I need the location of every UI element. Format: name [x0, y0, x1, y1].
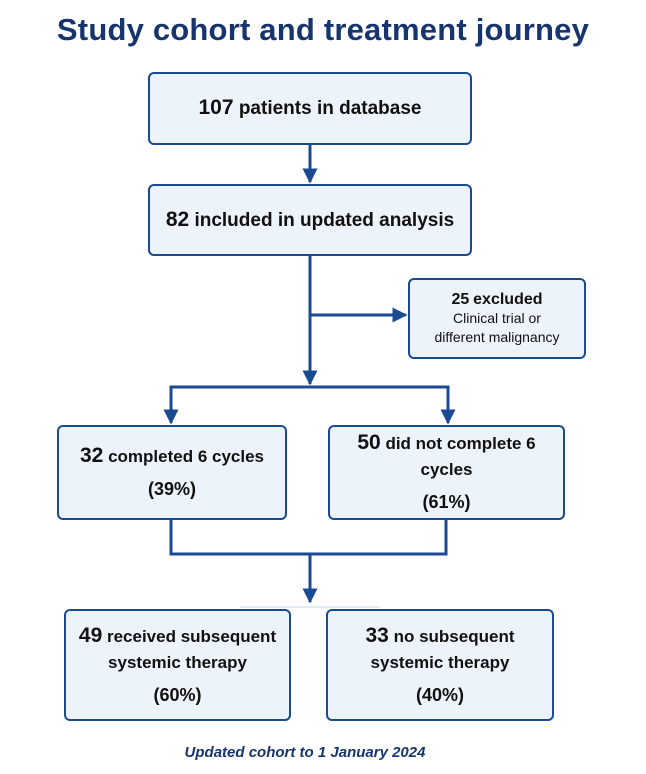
subsequent-label-line1: received subsequent [106, 626, 277, 646]
connector-split [169, 385, 450, 421]
subsequent-label-line2: systemic therapy [108, 652, 247, 672]
subsequent-line1: 49 received subsequent [79, 623, 276, 650]
completed-percent: (39%) [147, 479, 196, 499]
excluded-box: 25 excluded Clinical trial or different … [408, 278, 586, 359]
diagram-title: Study cohort and treatment journey [56, 12, 590, 47]
no-subsequent-label-line1: no subsequent [393, 626, 515, 646]
no-subsequent-label-line2: systemic therapy [370, 652, 510, 672]
excluded-heading: 25 excluded [451, 290, 542, 309]
completed-label: completed 6 cycles [108, 447, 264, 466]
excluded-reason-line1: Clinical trial or [453, 310, 541, 326]
included-box: 82 included in updated analysis [148, 184, 472, 256]
completed-heading: 32 completed 6 cycles [80, 443, 264, 470]
database-box: 107 patients in database [148, 72, 472, 145]
completed-box: 32 completed 6 cycles (39%) [57, 425, 287, 520]
not-completed-heading: 50 did not complete 6 cycles [330, 430, 563, 483]
completed-count: 32 [79, 444, 104, 467]
subsequent-percent: (60%) [153, 684, 202, 705]
included-label: included in updated analysis [194, 209, 455, 231]
excluded-label: excluded [473, 291, 543, 308]
database-count: 107 [198, 96, 234, 119]
no-subsequent-percent: (40%) [415, 684, 464, 705]
not-completed-count: 50 [357, 431, 381, 454]
included-count: 82 [165, 207, 190, 231]
database-label: patients in database [238, 98, 422, 119]
included-text: 82 included in updated analysis [166, 207, 454, 234]
not-completed-percent: (61%) [422, 492, 471, 512]
subsequent-count: 49 [78, 623, 103, 647]
no-subsequent-line1: 33 no subsequent [366, 623, 515, 650]
connector-merge [169, 520, 448, 556]
excluded-count: 25 [451, 291, 470, 308]
not-completed-label: did not complete 6 cycles [385, 434, 536, 479]
footer-note: Updated cohort to 1 January 2024 [184, 744, 426, 761]
no-subsequent-box: 33 no subsequent systemic therapy (40%) [326, 609, 554, 721]
subsequent-box: 49 received subsequent systemic therapy … [64, 609, 291, 721]
not-completed-box: 50 did not complete 6 cycles (61%) [328, 425, 565, 520]
no-subsequent-count: 33 [365, 623, 389, 647]
excluded-reason-line2: different malignancy [434, 329, 560, 345]
database-text: 107 patients in database [199, 95, 422, 122]
